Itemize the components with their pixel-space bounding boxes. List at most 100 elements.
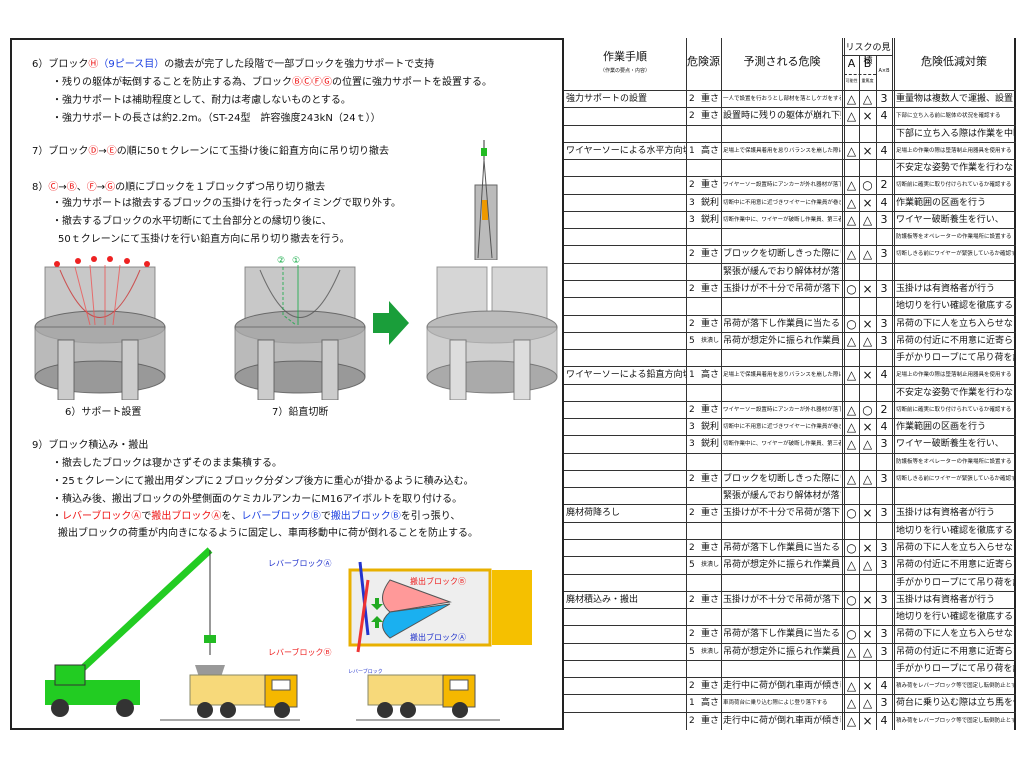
section-9-bullet: ・25ｔクレーンにて搬出用ダンプに２ブロック分ダンプ後方に重心が掛かるように積み… bbox=[52, 476, 474, 487]
table-row: 2重さワイヤーソー設置時にアンカーが外れ器材が落下する△○2切断前に確実に取り付… bbox=[564, 400, 1016, 418]
cell-hazard: 走行中に荷が倒れ車両が傾き転倒する bbox=[723, 715, 841, 726]
cell-a: △ bbox=[846, 212, 857, 227]
cell-hazard: ワイヤーソー設置時にアンカーが外れ器材が落下する bbox=[723, 406, 841, 413]
cell-source: 高さ bbox=[700, 698, 719, 709]
cell-measure: 重量物は複数人で運搬、設置を行う bbox=[896, 94, 1014, 104]
cell-measure: 作業範囲の区画を行う bbox=[896, 422, 987, 433]
table-row: 手がかりロープにて吊り荷を誘導する bbox=[564, 573, 1016, 591]
text-segment: を、 bbox=[221, 511, 242, 522]
cell-ab: 3 bbox=[880, 592, 888, 606]
table-row: 2重さ走行中に荷が倒れ車両が傾き転倒する△×4積み荷をレバーブロック等で固定し転… bbox=[564, 677, 1016, 694]
section-8-bullet: 50ｔクレーンにて玉掛けを行い鉛直方向に吊り切り撤去を行う。 bbox=[58, 234, 350, 245]
cell-b: △ bbox=[862, 333, 873, 348]
cell-a: △ bbox=[846, 558, 857, 573]
cell-measure: 切断しきる前にワイヤーが緊張しているか確認する bbox=[896, 251, 1014, 258]
cell-source: 重さ bbox=[700, 94, 719, 104]
cell-measure: 吊荷の下に人を立ち入らせない bbox=[896, 318, 1014, 329]
cell-source: 高さ bbox=[700, 145, 719, 156]
cell-number: 2 bbox=[689, 629, 695, 640]
cell-number: 1 bbox=[689, 370, 695, 381]
cell-ab: 4 bbox=[880, 109, 888, 123]
table-row: 2重さワイヤーソー設置時にアンカーが外れ器材が落下する△○2切断前に確実に取り付… bbox=[564, 176, 1016, 193]
cell-ab: 4 bbox=[880, 195, 888, 209]
table-row: 手がかりロープにて吊り荷を誘導する bbox=[564, 659, 1016, 677]
section-9-title: 9）ブロック積込み・搬出 bbox=[32, 440, 149, 451]
cell-hazard: 緊張が緩んでおり解体材が落ちる bbox=[723, 266, 841, 277]
dump-truck-side-2 bbox=[356, 674, 500, 721]
cell-hazard: 吊荷が落下し作業員に当たる bbox=[723, 318, 841, 329]
cell-measure: 切断前に確実に取り付けられているか確認する bbox=[896, 406, 1012, 413]
text-segment: Ⓕ bbox=[86, 182, 97, 193]
cell-measure: 玉掛けは有資格者が行う bbox=[896, 594, 996, 605]
cell-a: △ bbox=[846, 644, 857, 659]
table-row: 緊張が緩んでおり解体材が落ちる bbox=[564, 262, 1016, 280]
table-row: 5挟潰し吊荷が想定外に振られ作業員に衝突する△△3吊荷の付近に不用意に近寄らない bbox=[564, 642, 1016, 660]
cell-hazard: 足場上で保護具着用を怠りバランスを崩した際に落下する bbox=[723, 372, 841, 379]
cell-measure: 切断前に確実に取り付けられているか確認する bbox=[896, 182, 1012, 189]
cell-hazard: 吊荷が落下し作業員に当たる bbox=[723, 629, 841, 640]
cell-b: × bbox=[862, 541, 873, 556]
cell-ab: 3 bbox=[880, 558, 888, 572]
section-9-bullet: ・撤去したブロックは寝かさずそのまま集積する。 bbox=[52, 458, 282, 469]
text-segment: を引っ張り、 bbox=[400, 511, 461, 522]
cell-measure: 手がかりロープにて吊り荷を誘導する bbox=[896, 353, 1014, 364]
block-markers bbox=[54, 256, 150, 267]
cell-ab: 3 bbox=[880, 316, 888, 330]
cell-measure: 不安定な姿勢で作業を行わない bbox=[896, 163, 1014, 174]
cell-source: 鋭利 bbox=[700, 439, 719, 450]
cell-hazard: 切断中に不用意に近づきワイヤーに作業員が巻き込まれる bbox=[723, 199, 841, 206]
figure-support-installation bbox=[34, 264, 166, 400]
cell-hazard: 切断作業中に、ワイヤーが破断し作業員、第三者に当たる bbox=[723, 441, 841, 448]
cell-measure: 吊荷の付近に不用意に近寄らない bbox=[896, 560, 1014, 571]
cell-measure: 足場上の作業の際は墜落制止用器具を使用する bbox=[896, 372, 1012, 379]
cell-a: △ bbox=[846, 696, 857, 711]
cell-measure: 積み荷をレバーブロック等で固定し転倒防止とする bbox=[896, 717, 1014, 724]
header-b-sub: 重篤度 bbox=[861, 78, 874, 83]
cell-source: 重さ bbox=[700, 473, 719, 484]
cell-source: 高さ bbox=[700, 370, 719, 381]
cell-measure: 下部に立ち入る前に躯体の状況を確認する bbox=[896, 113, 1001, 120]
cell-number: 3 bbox=[689, 439, 695, 450]
cell-source: 重さ bbox=[700, 715, 719, 726]
text-segment: の撤去が完了した段階で一部ブロックを強力サポートで支持 bbox=[164, 59, 435, 70]
cell-b: △ bbox=[862, 92, 873, 106]
table-row: 防護板等をオペレーターの作業場所に設置する bbox=[564, 452, 1016, 470]
cell-source: 鋭利 bbox=[700, 422, 719, 433]
cell-source: 挟潰し bbox=[700, 336, 719, 344]
table-row: 3鋭利切断中に不用意に近づきワイヤーに作業員が巻き込まれる△×4作業範囲の区画を… bbox=[564, 193, 1016, 211]
table-row: 2重さブロックを切断しきった際にワイヤーの△△3切断しきる前にワイヤーが緊張して… bbox=[564, 245, 1016, 262]
table-row: 不安定な姿勢で作業を行わない bbox=[564, 159, 1016, 176]
table-row: 防護板等をオペレーターの作業場所に設置する bbox=[564, 228, 1016, 245]
cell-a: △ bbox=[846, 679, 857, 694]
figure-lifted-block bbox=[426, 266, 558, 400]
cell-b: △ bbox=[862, 696, 873, 711]
table-row: 2重さ設置時に残りの躯体が崩れ下敷きになる△×4下部に立ち入る前に躯体の状況を確… bbox=[564, 107, 1016, 124]
cell-measure: 防護板等をオペレーターの作業場所に設置する bbox=[896, 458, 1012, 465]
risk-assessment-table: 作業手順 （作業の要点・内容） 危険源 予測される危険 リスクの見積 A B 可… bbox=[562, 38, 1016, 730]
cell-hazard: 一人で設置を行おうとし部材を落としケガをする bbox=[723, 96, 841, 102]
header-divider bbox=[843, 55, 893, 56]
cell-source: 重さ bbox=[700, 180, 719, 191]
cell-b: × bbox=[862, 281, 873, 296]
cell-b: △ bbox=[862, 247, 873, 262]
carry-block-a-label: 搬出ブロックⒶ bbox=[410, 632, 466, 642]
cell-ab: 4 bbox=[880, 420, 888, 434]
cell-measure: 積み荷をレバーブロック等で固定し転倒防止とする bbox=[896, 683, 1014, 690]
cell-a: △ bbox=[846, 195, 857, 210]
cell-measure: 地切りを行い確認を徹底する bbox=[896, 525, 1014, 536]
text-segment: の順にブロックを１ブロックずつ吊り切り撤去 bbox=[115, 182, 326, 193]
cell-hazard: 走行中に荷が倒れ車両が傾き転倒する bbox=[723, 681, 841, 692]
text-segment: 8） bbox=[32, 182, 49, 193]
cell-ab: 3 bbox=[880, 92, 888, 105]
cell-b: △ bbox=[862, 471, 873, 486]
cell-number: 3 bbox=[689, 197, 695, 208]
table-row: 手がかりロープにて吊り荷を誘導する bbox=[564, 349, 1016, 366]
cell-ab: 4 bbox=[880, 368, 888, 382]
cell-number: 3 bbox=[689, 422, 695, 433]
cell-procedure: ワイヤーソーによる鉛直方向切断 bbox=[566, 370, 686, 381]
cell-b: × bbox=[862, 109, 873, 124]
